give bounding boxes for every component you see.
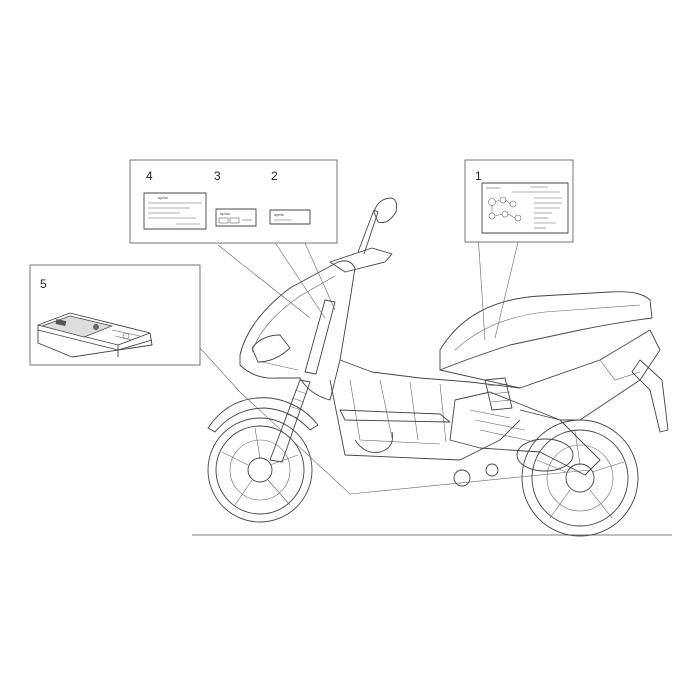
callout-box-manual: 5: [29, 264, 201, 366]
scooter-drawing: [207, 197, 669, 537]
callout-number-4: 4: [146, 169, 153, 183]
rear-body: [439, 329, 661, 421]
decal-2-label: aprilia: [269, 209, 311, 225]
callout-box-decals: 4 3 2 aprilia aprilia aprilia: [129, 159, 338, 244]
decal-1-wiring-diagram-label: [481, 182, 569, 234]
rear-fender: [631, 359, 669, 433]
callout-number-5: 5: [40, 277, 47, 291]
svg-text:aprilia: aprilia: [220, 212, 230, 216]
seat: [439, 291, 653, 371]
decal-4-identification-plate: aprilia: [143, 192, 207, 230]
frame: [329, 359, 521, 461]
front-fender: [207, 397, 319, 433]
headlight: [251, 334, 291, 363]
engine-swingarm: [449, 377, 601, 487]
leader-lines: [159, 231, 591, 495]
footboard: [339, 409, 451, 423]
rear-wheel: [521, 419, 639, 537]
callout-box-wiring-label: 1: [464, 159, 574, 243]
svg-text:aprilia: aprilia: [274, 213, 284, 217]
owners-manual-book: [37, 312, 153, 358]
handlebar: [329, 197, 397, 273]
callout-number-3: 3: [214, 169, 221, 183]
front-wheel: [207, 417, 313, 523]
decal-3-label: aprilia: [215, 208, 257, 227]
callout-number-2: 2: [271, 169, 278, 183]
svg-text:aprilia: aprilia: [158, 196, 168, 200]
front-fork: [269, 299, 336, 463]
front-fairing: [239, 260, 356, 401]
callout-number-1: 1: [475, 169, 482, 183]
